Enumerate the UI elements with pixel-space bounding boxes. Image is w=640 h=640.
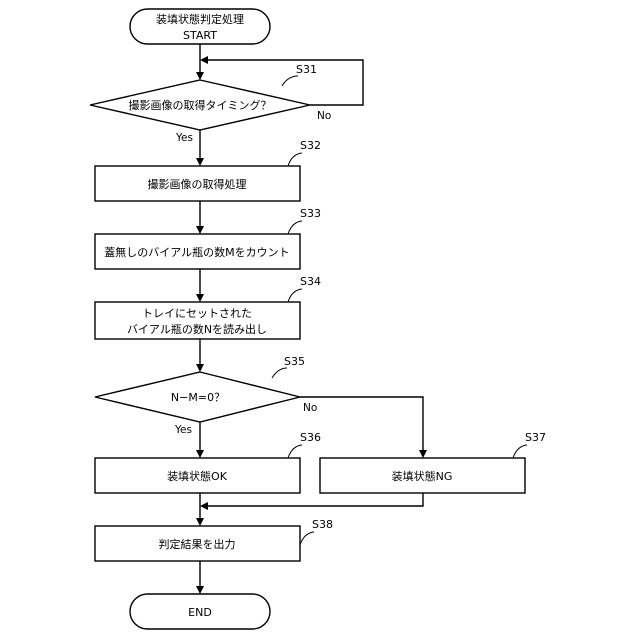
s34-text-line2: バイアル瓶の数Nを読み出し bbox=[127, 322, 267, 336]
arrowhead bbox=[196, 586, 204, 594]
arrowhead bbox=[196, 450, 204, 458]
s31-leader-line bbox=[282, 76, 298, 86]
start-label: START bbox=[183, 29, 217, 42]
s38-text: 判定結果を出力 bbox=[159, 537, 236, 551]
arrowhead bbox=[196, 294, 204, 302]
arrowhead bbox=[196, 518, 204, 526]
s36-step-label: S36 bbox=[300, 431, 321, 444]
s31-yes-label: Yes bbox=[175, 132, 193, 144]
s37-process: 装填状態NG bbox=[320, 458, 525, 493]
end-label: END bbox=[188, 606, 212, 619]
end-terminator: END bbox=[130, 594, 270, 629]
s31-text: 撮影画像の取得タイミング？ bbox=[129, 98, 272, 112]
s35-leader-line bbox=[272, 368, 287, 378]
arrowhead bbox=[196, 364, 204, 372]
s36-text: 装填状態OK bbox=[167, 469, 228, 483]
s35-no-label: No bbox=[303, 402, 317, 414]
s31-step-label: S31 bbox=[296, 63, 317, 76]
s38-leader-line bbox=[300, 532, 314, 545]
s35-text: N−M=0？ bbox=[171, 391, 225, 404]
arrowhead bbox=[196, 72, 204, 80]
s36-leader-line bbox=[288, 445, 302, 458]
s37-step-label: S37 bbox=[525, 431, 546, 444]
s36-process: 装填状態OK bbox=[95, 458, 300, 493]
start-terminator: 装填状態判定処理 START bbox=[130, 9, 270, 44]
s33-leader-line bbox=[288, 221, 302, 234]
s34-step-label: S34 bbox=[300, 275, 321, 288]
s35-yes-label: Yes bbox=[174, 424, 192, 436]
s33-process: 蓋無しのバイアル瓶の数Mをカウント bbox=[95, 234, 300, 269]
s35-decision: N−M=0？ bbox=[95, 372, 300, 422]
s32-text: 撮影画像の取得処理 bbox=[148, 177, 247, 191]
arrowhead bbox=[200, 502, 208, 510]
s31-no-label: No bbox=[317, 110, 331, 122]
s32-step-label: S32 bbox=[300, 139, 321, 152]
arrowhead bbox=[419, 450, 427, 458]
s34-leader-line bbox=[288, 289, 302, 302]
s38-step-label: S38 bbox=[312, 518, 333, 531]
s34-text-line1: トレイにセットされた bbox=[142, 307, 252, 320]
s31-decision: 撮影画像の取得タイミング？ bbox=[90, 80, 310, 130]
s32-leader-line bbox=[288, 153, 302, 166]
start-title: 装填状態判定処理 bbox=[156, 12, 244, 26]
arrowhead bbox=[196, 226, 204, 234]
s35-step-label: S35 bbox=[284, 355, 305, 368]
s32-process: 撮影画像の取得処理 bbox=[95, 166, 300, 201]
s38-process: 判定結果を出力 bbox=[95, 526, 300, 561]
connector-s37-merge bbox=[208, 493, 423, 506]
s34-process: トレイにセットされた バイアル瓶の数Nを読み出し bbox=[95, 302, 300, 339]
s37-leader-line bbox=[513, 445, 527, 458]
arrowhead bbox=[196, 158, 204, 166]
arrowhead bbox=[200, 56, 208, 64]
s33-text: 蓋無しのバイアル瓶の数Mをカウント bbox=[104, 245, 289, 259]
s37-text: 装填状態NG bbox=[392, 469, 453, 483]
s33-step-label: S33 bbox=[300, 207, 321, 220]
